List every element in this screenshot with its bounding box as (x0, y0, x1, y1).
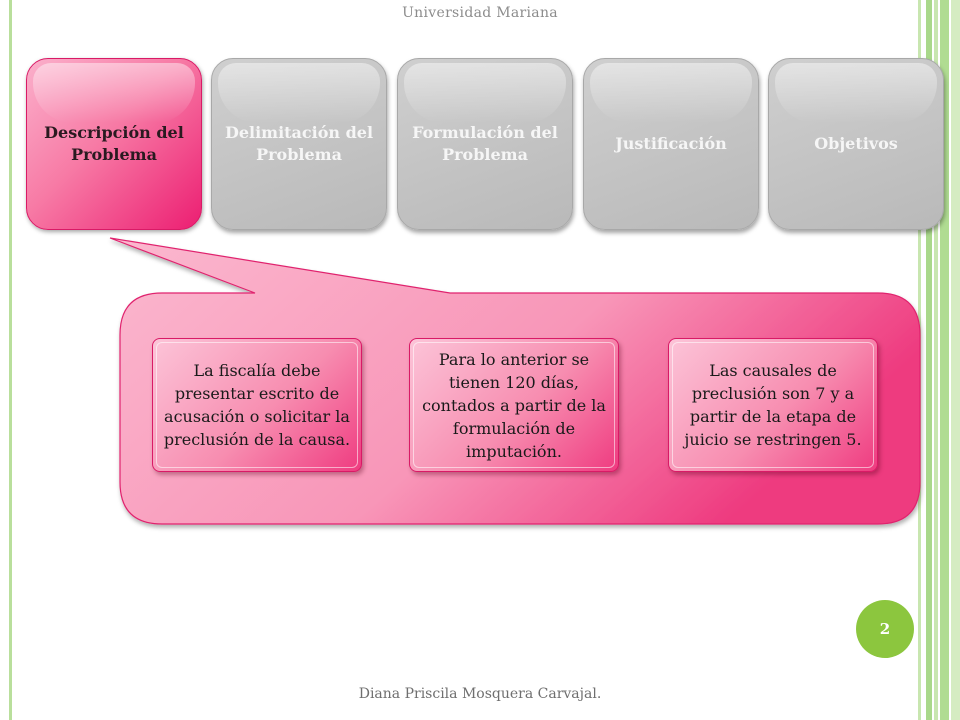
note-text: Para lo anterior se tienen 120 días, con… (422, 349, 606, 461)
tab-label: Delimitación del Problema (224, 123, 374, 164)
footer-author: Diana Priscila Mosquera Carvajal. (358, 686, 602, 702)
page-number: 2 (879, 620, 891, 638)
tab-delimitacion-del-problema[interactable]: Delimitación del Problema (211, 58, 387, 230)
right-decorative-band (940, 0, 949, 720)
tab-label: Justificación (615, 134, 727, 153)
page-number-badge: 2 (856, 600, 914, 658)
right-decorative-band (951, 0, 960, 720)
tab-label: Descripción del Problema (44, 123, 184, 164)
note-text: La fiscalía debe presentar escrito de ac… (163, 361, 351, 449)
right-decorative-band (934, 0, 938, 720)
tab-label: Objetivos (814, 134, 898, 153)
note-card: La fiscalía debe presentar escrito de ac… (152, 338, 362, 472)
tab-descripcion-del-problema[interactable]: Descripción del Problema (26, 58, 202, 230)
tab-formulacion-del-problema[interactable]: Formulación del Problema (397, 58, 573, 230)
note-card: Para lo anterior se tienen 120 días, con… (409, 338, 619, 472)
note-card: Las causales de preclusión son 7 y a par… (668, 338, 878, 472)
tab-objetivos[interactable]: Objetivos (768, 58, 944, 230)
left-decorative-line (9, 0, 12, 720)
right-decorative-band (926, 0, 932, 720)
tab-justificacion[interactable]: Justificación (583, 58, 759, 230)
header-title: Universidad Mariana (402, 5, 558, 21)
tab-label: Formulación del Problema (412, 123, 558, 164)
note-text: Las causales de preclusión son 7 y a par… (684, 361, 862, 449)
